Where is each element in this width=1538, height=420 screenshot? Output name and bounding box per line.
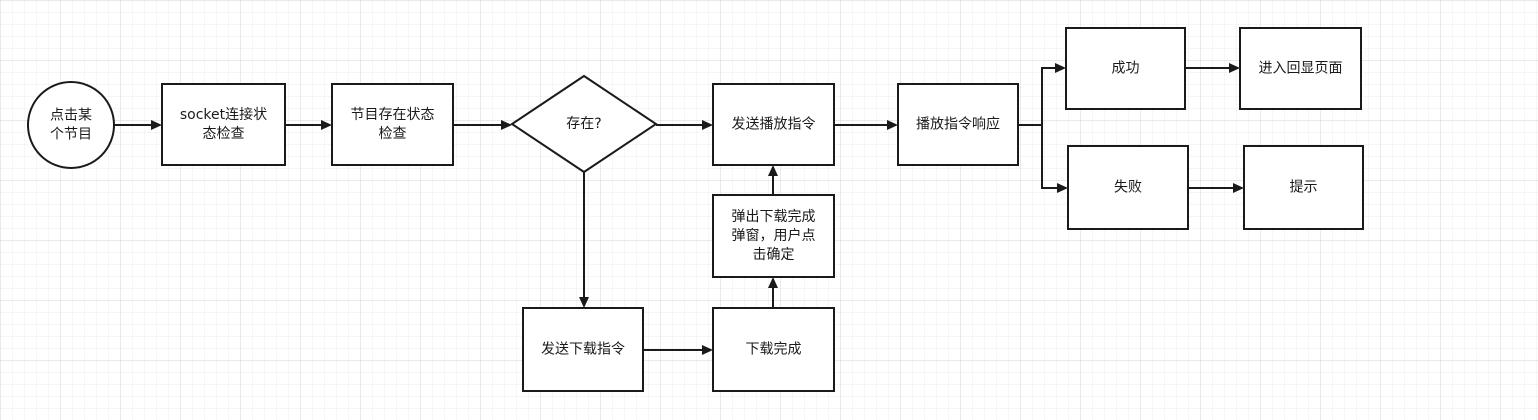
arrowhead bbox=[321, 120, 332, 130]
process-box bbox=[1239, 27, 1362, 110]
edge-download-done-to-popup bbox=[768, 277, 778, 308]
process-box bbox=[1243, 145, 1364, 230]
process-box bbox=[897, 83, 1019, 166]
arrowhead bbox=[151, 120, 162, 130]
node-label: 播放指令响应 bbox=[916, 116, 1000, 133]
arrowhead bbox=[768, 165, 778, 176]
node-send-play: 发送播放指令 bbox=[712, 83, 835, 166]
edge-send-download-to-download-done bbox=[643, 345, 713, 355]
node-label: 发送下载指令 bbox=[541, 342, 625, 358]
decision-diamond bbox=[510, 74, 658, 174]
node-label: 失败 bbox=[1114, 180, 1142, 196]
arrowhead bbox=[1055, 63, 1066, 73]
node-exists: 存在? bbox=[510, 74, 658, 174]
process-box bbox=[161, 83, 286, 166]
process-box bbox=[712, 194, 835, 278]
start-circle bbox=[27, 81, 115, 169]
node-label: 检查 bbox=[379, 126, 407, 142]
node-label: 态检查 bbox=[203, 126, 245, 142]
node-label: 提示 bbox=[1290, 180, 1318, 196]
node-enter-page: 进入回显页面 bbox=[1239, 27, 1362, 110]
edges-layer bbox=[114, 63, 1244, 355]
nodes-layer: 点击某个节目socket连接状态检查节目存在状态检查存在?发送播放指令播放指令响… bbox=[27, 27, 1364, 392]
edge-line bbox=[1018, 124, 1059, 189]
node-label: 击确定 bbox=[753, 247, 795, 263]
node-label: socket连接状 bbox=[180, 106, 267, 123]
edge-popup-to-send-play bbox=[768, 165, 778, 195]
node-label: 成功 bbox=[1112, 61, 1140, 77]
arrowhead bbox=[768, 277, 778, 288]
process-box bbox=[331, 83, 454, 166]
node-fail: 失败 bbox=[1067, 145, 1189, 230]
arrowhead bbox=[579, 297, 589, 308]
edge-socket-to-exist-check bbox=[285, 120, 332, 130]
edge-line bbox=[1018, 67, 1057, 126]
arrowhead bbox=[1057, 183, 1068, 193]
edge-play-response-to-fail bbox=[1018, 124, 1068, 193]
node-label: 下载完成 bbox=[746, 342, 802, 358]
edge-exists-to-send-play bbox=[656, 120, 713, 130]
arrowhead bbox=[1233, 183, 1244, 193]
process-box bbox=[1065, 27, 1186, 110]
edge-start-to-socket bbox=[114, 120, 162, 130]
node-label: 进入回显页面 bbox=[1259, 61, 1343, 77]
node-label: 点击某 bbox=[50, 108, 92, 124]
process-box bbox=[522, 307, 644, 392]
edge-send-play-to-play-response bbox=[834, 120, 898, 130]
node-label: 存在? bbox=[566, 116, 601, 132]
process-box bbox=[712, 307, 835, 392]
node-label: 弹出下载完成 bbox=[732, 209, 816, 225]
edge-play-response-to-success bbox=[1018, 63, 1066, 126]
node-send-download: 发送下载指令 bbox=[522, 307, 644, 392]
node-download-done: 下载完成 bbox=[712, 307, 835, 392]
edge-success-to-enter-page bbox=[1185, 63, 1240, 73]
arrowhead bbox=[1229, 63, 1240, 73]
edge-exist-check-to-exists bbox=[453, 120, 512, 130]
arrowhead bbox=[702, 120, 713, 130]
arrowhead bbox=[501, 120, 512, 130]
node-success: 成功 bbox=[1065, 27, 1186, 110]
process-box bbox=[1067, 145, 1189, 230]
node-label: 弹窗，用户点 bbox=[732, 227, 816, 244]
arrowhead bbox=[887, 120, 898, 130]
node-label: 发送播放指令 bbox=[732, 117, 816, 133]
edge-fail-to-hint bbox=[1188, 183, 1244, 193]
arrowhead bbox=[702, 345, 713, 355]
node-play-response: 播放指令响应 bbox=[897, 83, 1019, 166]
node-label: 个节目 bbox=[50, 127, 92, 143]
process-box bbox=[712, 83, 835, 166]
node-hint: 提示 bbox=[1243, 145, 1364, 230]
edge-exists-to-send-download bbox=[579, 172, 589, 308]
node-label: 节目存在状态 bbox=[351, 107, 435, 123]
